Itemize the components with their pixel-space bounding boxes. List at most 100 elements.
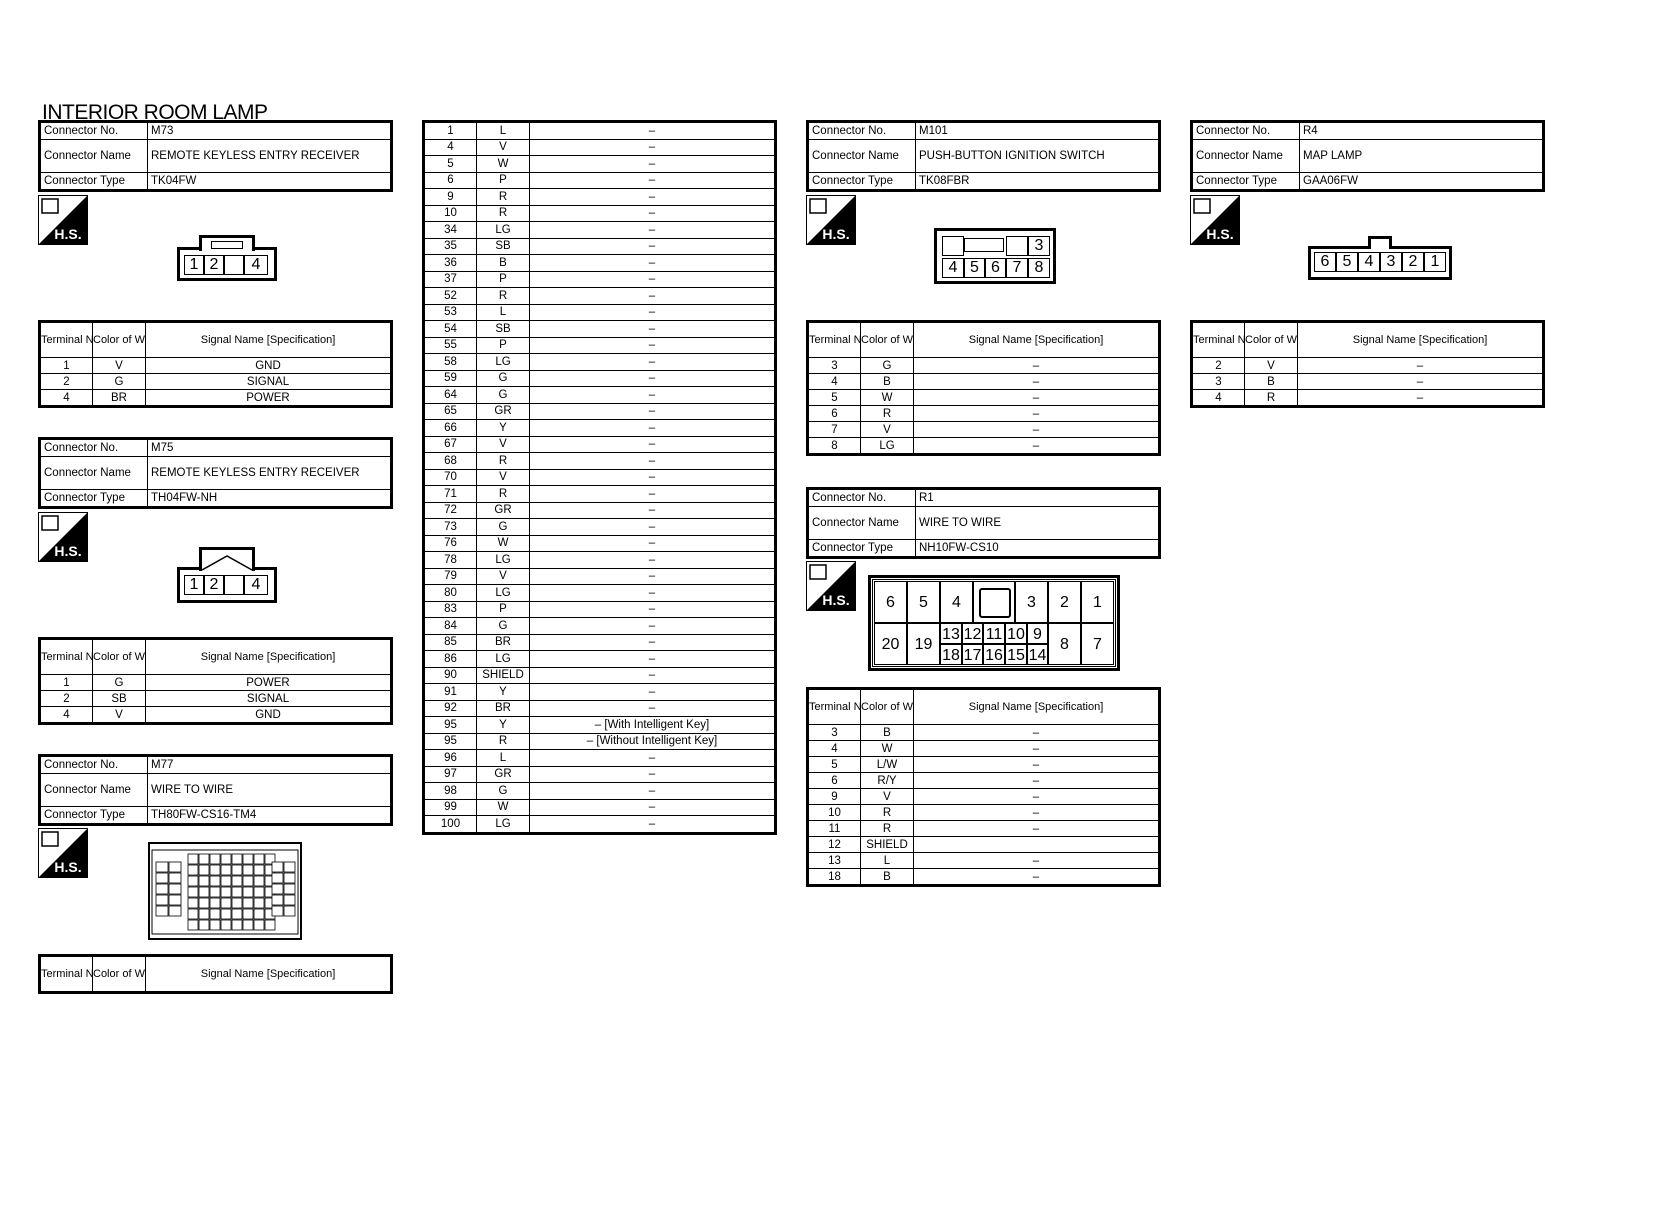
terminal-no-cell: 37 (423, 270, 477, 288)
cavity (220, 908, 232, 920)
pin: 11 (983, 623, 1005, 644)
label-connector-type: Connector Type (39, 172, 148, 191)
cavity (271, 872, 284, 884)
pin: 6 (1314, 252, 1336, 272)
connector-name-value: PUSH-BUTTON IGNITION SWITCH (915, 139, 1160, 173)
cavity (198, 897, 210, 909)
terminal-no-cell: 53 (423, 303, 477, 321)
wire-color-cell: LG (476, 551, 530, 569)
pin: 13 (940, 623, 962, 644)
terminal-no-cell: 79 (423, 567, 477, 585)
signal-name-cell: – (529, 749, 776, 767)
wire-color-cell: GR (476, 765, 530, 783)
wire-color-cell: Y (476, 683, 530, 701)
terminal-no-cell: 58 (423, 353, 477, 371)
cavity (209, 853, 221, 865)
label-connector-name: Connector Name (807, 506, 916, 540)
pin: 19 (907, 623, 940, 665)
header-signal-name: Signal Name [Specification] (913, 321, 1160, 358)
label-connector-name: Connector Name (1191, 139, 1300, 173)
cavity (264, 919, 276, 931)
cavity (242, 919, 254, 931)
wire-color-cell: GR (476, 501, 530, 519)
label-connector-no: Connector No. (1191, 121, 1300, 140)
cavity (253, 897, 265, 909)
terminal-no-cell: 80 (423, 584, 477, 602)
connector-name-value: WIRE TO WIRE (147, 773, 392, 807)
cavity (168, 905, 182, 917)
terminal-no-cell: 64 (423, 386, 477, 404)
cavity (155, 894, 169, 906)
pin-empty (1006, 236, 1028, 256)
connector-face-m73: 1 2 4 (177, 235, 277, 281)
label-connector-name: Connector Name (39, 139, 148, 173)
cavity (187, 908, 199, 920)
connector-no-value: M75 (147, 438, 392, 457)
cavity (168, 894, 182, 906)
label-connector-type: Connector Type (39, 806, 148, 825)
cavity (271, 905, 284, 917)
connector-no-value: M101 (915, 121, 1160, 140)
harness-side-icon: H.S. (38, 195, 88, 245)
cavity (220, 886, 232, 898)
cavity (209, 908, 221, 920)
cavity (242, 908, 254, 920)
header-signal-name: Signal Name [Specification] (145, 638, 392, 675)
signal-name-cell: – (529, 402, 776, 420)
pin: 2 (204, 575, 224, 595)
label-connector-no: Connector No. (807, 121, 916, 140)
signal-name-cell: – (529, 221, 776, 239)
signal-name-cell: – (529, 815, 776, 834)
signal-name-cell: – (529, 287, 776, 305)
wire-color-cell: W (476, 798, 530, 816)
pin: 1 (184, 255, 204, 275)
cavity (271, 894, 284, 906)
pin: 5 (907, 581, 940, 623)
signal-name-cell: – (529, 485, 776, 503)
pin: 8 (1028, 258, 1050, 278)
signal-name-cell: – (529, 138, 776, 156)
wire-color-cell: G (476, 782, 530, 800)
cavity (168, 883, 182, 895)
signal-name-cell: – (529, 666, 776, 684)
signal-name-cell: – (529, 468, 776, 486)
pin: 1 (1424, 252, 1446, 272)
pin: 3 (1015, 581, 1048, 623)
header-terminal-no: Terminal No. (39, 638, 93, 675)
wire-color-cell: L (476, 121, 530, 140)
cavity (242, 886, 254, 898)
harness-side-icon: H.S. (38, 512, 88, 562)
terminal-no-cell: 99 (423, 798, 477, 816)
wire-color-cell: LG (476, 650, 530, 668)
terminal-no-cell: 52 (423, 287, 477, 305)
cavity (198, 853, 210, 865)
terminal-no-cell: 55 (423, 336, 477, 354)
cavity (187, 919, 199, 931)
signal-name-cell: – (529, 204, 776, 222)
pin: 17 (962, 644, 983, 665)
terminal-no-cell: 73 (423, 518, 477, 536)
cavity (187, 864, 199, 876)
wire-color-cell: SHIELD (476, 666, 530, 684)
wire-color-cell: SB (476, 320, 530, 338)
cavity (253, 919, 265, 931)
locking-tab (973, 581, 1015, 623)
cavity (283, 883, 296, 895)
terminal-no-cell: 90 (423, 666, 477, 684)
